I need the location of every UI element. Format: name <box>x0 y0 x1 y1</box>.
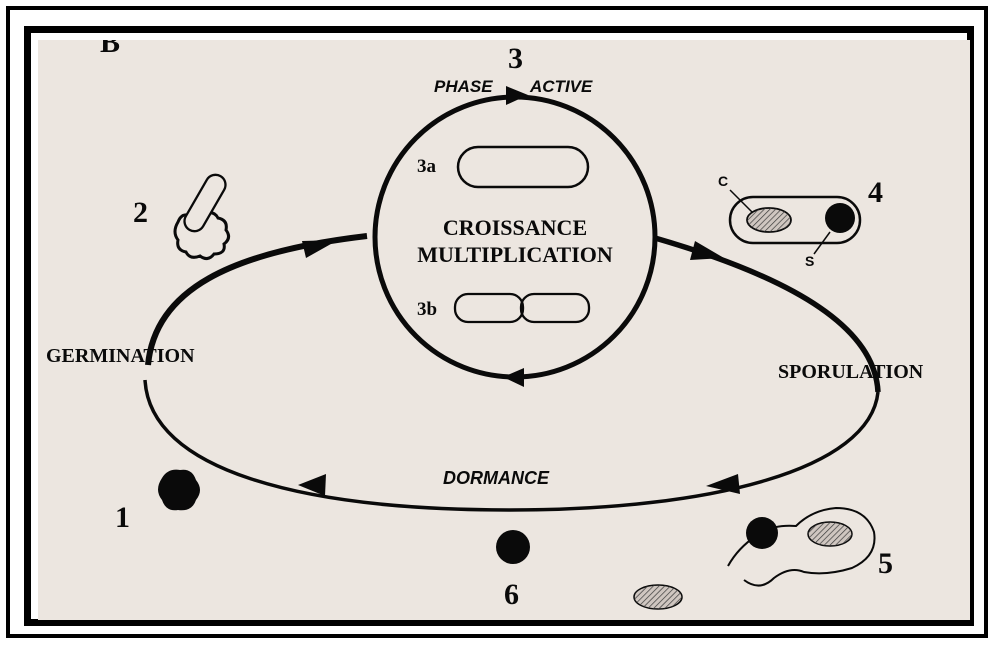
released-spore <box>746 517 778 549</box>
active-label: ACTIVE <box>529 77 593 96</box>
step-6-number: 6 <box>504 578 519 611</box>
rod-cell-3a <box>456 145 590 189</box>
cycle-arc-bottom <box>143 379 880 512</box>
multiplication-label: MULTIPLICATION <box>417 242 613 267</box>
free-spore-6 <box>496 530 530 564</box>
pointer-c <box>729 189 753 213</box>
arrow-circle-top <box>506 86 528 105</box>
corner-letter: B <box>100 40 120 59</box>
label-c: C <box>718 173 728 189</box>
residual-chromosome-hatch <box>808 522 852 546</box>
endospore <box>825 203 855 233</box>
phase-label: PHASE <box>434 77 493 96</box>
pointer-s <box>813 231 831 255</box>
dormance-label: DORMANCE <box>443 468 550 488</box>
step-3b-label: 3b <box>417 299 437 320</box>
step-3a-label: 3a <box>417 156 437 177</box>
label-s: S <box>805 253 814 269</box>
arrow-circle-bottom <box>503 368 524 387</box>
arrow-dormance-right <box>706 474 740 494</box>
outer-frame <box>6 6 988 638</box>
dividing-cell-left <box>453 292 525 324</box>
arrow-germination <box>302 240 338 258</box>
sporulation-label: SPORULATION <box>778 361 924 383</box>
step-5-number: 5 <box>878 547 893 580</box>
lysing-cell-wall <box>727 506 876 587</box>
sporulating-cell <box>728 195 862 245</box>
step-2-number: 2 <box>133 196 148 229</box>
emerging-rod-cell <box>183 173 227 233</box>
bacterial-cycle-diagram: B 3 PHASE ACTIVE 3a CROISSANCE MULTIPLIC… <box>46 40 924 611</box>
step-1-number: 1 <box>115 501 130 534</box>
inner-frame <box>24 26 974 626</box>
chromosome-hatch <box>747 208 791 232</box>
dormant-spore-1 <box>158 469 200 511</box>
croissance-label: CROISSANCE <box>443 215 587 240</box>
step-4-number: 4 <box>868 176 883 209</box>
step-3-number: 3 <box>508 42 523 75</box>
germination-label: GERMINATION <box>46 345 195 367</box>
arrow-dormance-left <box>298 474 326 496</box>
diagram-area: B 3 PHASE ACTIVE 3a CROISSANCE MULTIPLIC… <box>38 40 970 620</box>
dividing-cell-right <box>519 292 591 324</box>
arrow-sporulation <box>690 241 724 260</box>
residual-body-hatch <box>634 585 682 609</box>
